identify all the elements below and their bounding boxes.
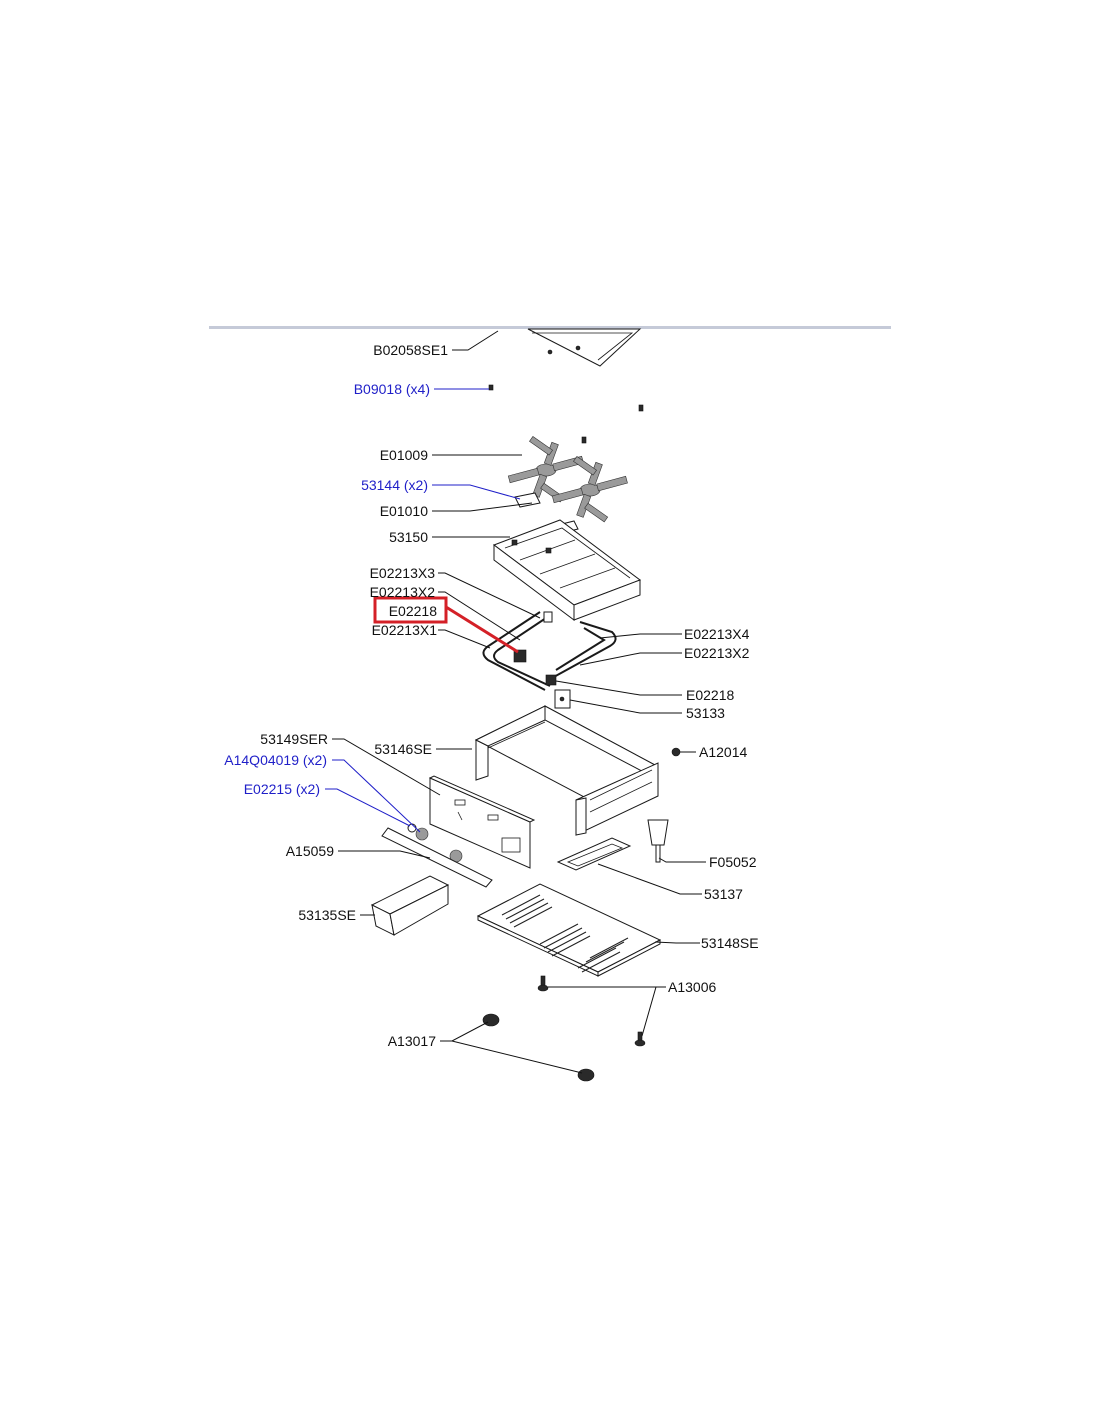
part-spatula xyxy=(647,819,669,863)
part-nut xyxy=(671,747,681,757)
part-screws xyxy=(488,384,644,444)
label-E02213X4: E02213X4 xyxy=(684,626,750,642)
label-E02213X2-right: E02213X2 xyxy=(684,645,750,661)
label-E02218-highlighted: E02218 xyxy=(389,603,437,619)
label-F05052: F05052 xyxy=(709,854,757,870)
top-rule xyxy=(209,326,891,329)
label-53146SE: 53146SE xyxy=(374,741,432,757)
part-frame xyxy=(474,705,659,836)
label-E02215: E02215 (x2) xyxy=(244,781,320,797)
label-E01009: E01009 xyxy=(380,447,428,463)
highlight-leader xyxy=(445,605,519,654)
part-bracket-53133 xyxy=(554,689,571,709)
label-A12014: A12014 xyxy=(699,744,747,760)
part-drip-tray xyxy=(370,875,450,936)
part-fan-assembly xyxy=(507,435,628,523)
label-E02213X2-left: E02213X2 xyxy=(370,584,436,600)
part-base-plate xyxy=(476,883,662,977)
label-B09018: B09018 (x4) xyxy=(354,381,430,397)
label-E02213X1: E02213X1 xyxy=(372,622,438,638)
label-B02058SE1: B02058SE1 xyxy=(373,342,448,358)
label-53137: 53137 xyxy=(704,886,743,902)
highlight-fill xyxy=(377,600,444,620)
label-53148SE: 53148SE xyxy=(701,935,759,951)
part-control-panel xyxy=(428,775,536,869)
label-53144: 53144 (x2) xyxy=(361,477,428,493)
label-A13006: A13006 xyxy=(668,979,716,995)
part-feet xyxy=(482,975,646,1082)
highlight-box xyxy=(373,596,448,624)
part-heater-tray xyxy=(492,519,642,621)
part-fascia xyxy=(381,827,493,888)
label-53150: 53150 xyxy=(389,529,428,545)
label-A14Q04019: A14Q04019 (x2) xyxy=(224,752,327,768)
part-heating-elements xyxy=(482,611,617,691)
label-E02218-right: E02218 xyxy=(686,687,734,703)
label-E02213X3: E02213X3 xyxy=(370,565,436,581)
part-guard xyxy=(556,837,632,871)
label-A15059: A15059 xyxy=(286,843,334,859)
part-top-lid xyxy=(527,328,642,367)
label-53149SER: 53149SER xyxy=(260,731,328,747)
leader-lines xyxy=(325,330,706,1074)
label-A13017: A13017 xyxy=(388,1033,436,1049)
label-E01010: E01010 xyxy=(380,503,428,519)
label-53135SE: 53135SE xyxy=(298,907,356,923)
label-53133: 53133 xyxy=(686,705,725,721)
